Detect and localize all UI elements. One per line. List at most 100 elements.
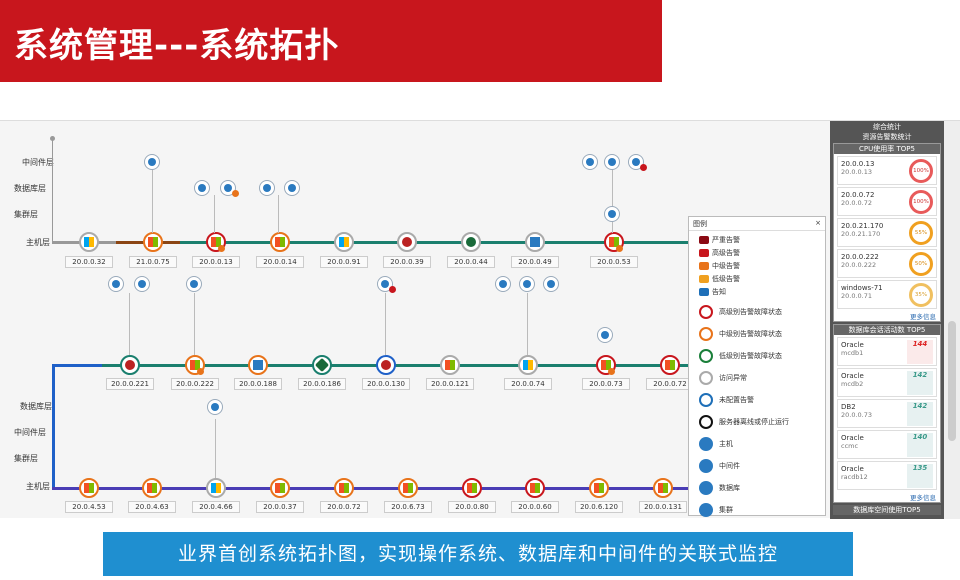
middleware-node[interactable] <box>207 399 223 415</box>
severity-label: 严重告警 <box>712 236 740 244</box>
middleware-node[interactable] <box>194 180 210 196</box>
host-node[interactable] <box>270 478 290 498</box>
link-line <box>152 169 153 233</box>
ip-label: 20.0.0.91 <box>320 256 368 268</box>
host-node[interactable] <box>334 232 354 252</box>
host-node[interactable] <box>248 355 268 375</box>
host-node[interactable] <box>653 478 673 498</box>
alert-badge <box>640 164 647 171</box>
middleware-node[interactable] <box>495 276 511 292</box>
database-icon <box>699 481 713 495</box>
gray-ring-icon <box>699 371 713 385</box>
ip-label: 20.0.0.131 <box>639 501 687 513</box>
middleware-node[interactable] <box>259 180 275 196</box>
host-node[interactable] <box>525 478 545 498</box>
middleware-node[interactable] <box>543 276 559 292</box>
host-node[interactable] <box>525 232 545 252</box>
session-count: 140 <box>907 433 933 457</box>
alert-badge <box>608 368 615 375</box>
cluster-node[interactable] <box>144 154 160 170</box>
item-sub: 20.0.0.13 <box>841 168 873 176</box>
legend-status-item: 访问异常 <box>689 367 825 389</box>
host-node[interactable] <box>334 478 354 498</box>
database-node[interactable] <box>597 327 613 343</box>
ip-label: 20.0.0.44 <box>447 256 495 268</box>
item-name: Oracle <box>841 341 864 349</box>
ip-label: 20.0.0.39 <box>383 256 431 268</box>
more-link[interactable]: 更多信息 <box>910 494 936 502</box>
host-node[interactable] <box>79 478 99 498</box>
middleware-node[interactable] <box>284 180 300 196</box>
host-node[interactable] <box>462 478 482 498</box>
scrollbar-thumb[interactable] <box>948 321 956 441</box>
legend-status-item: 未配置告警 <box>689 389 825 411</box>
link-line <box>385 293 386 355</box>
link-line <box>129 293 130 355</box>
windows-icon <box>530 483 540 493</box>
middleware-icon <box>138 280 146 288</box>
host-node[interactable] <box>397 232 417 252</box>
ip-label: 21.0.0.75 <box>129 256 177 268</box>
middleware-node[interactable] <box>108 276 124 292</box>
cluster-node[interactable] <box>186 276 202 292</box>
scrollbar[interactable] <box>944 121 960 519</box>
database-node[interactable] <box>604 206 620 222</box>
severity-item: 告知 <box>699 287 759 297</box>
item-sub: 20.0.21.170 <box>841 230 881 238</box>
host-node[interactable] <box>312 355 332 375</box>
host-node[interactable] <box>461 232 481 252</box>
stats-title-line: 综合统计 <box>873 123 901 131</box>
redhat-icon <box>381 360 391 370</box>
host-node[interactable] <box>79 232 99 252</box>
more-link[interactable]: 更多信息 <box>910 313 936 321</box>
cluster-icon <box>381 280 389 288</box>
host-node[interactable] <box>120 355 140 375</box>
host-node[interactable] <box>440 355 460 375</box>
layer-label: 主机层 <box>26 238 50 247</box>
item-name: Oracle <box>841 372 864 380</box>
ip-label: 20.0.0.72 <box>320 501 368 513</box>
middleware-icon <box>586 158 594 166</box>
ip-label: 20.0.0.13 <box>192 256 240 268</box>
host-node[interactable] <box>589 478 609 498</box>
redhat-icon <box>125 360 135 370</box>
item-sub: ccmc <box>841 442 859 450</box>
layer-label: 数据库层 <box>20 402 52 411</box>
middleware-node[interactable] <box>519 276 535 292</box>
close-icon[interactable]: × <box>815 219 821 227</box>
host-node[interactable] <box>206 478 226 498</box>
host-node[interactable] <box>142 478 162 498</box>
middleware-node[interactable] <box>134 276 150 292</box>
alert-badge <box>218 245 225 252</box>
host-node[interactable] <box>143 232 163 252</box>
host-node[interactable] <box>270 232 290 252</box>
item-name: 20.0.0.13 <box>841 160 875 168</box>
ip-label: 20.0.6.120 <box>575 501 623 513</box>
session-count: 144 <box>907 340 933 364</box>
middleware-node[interactable] <box>604 154 620 170</box>
host-node[interactable] <box>518 355 538 375</box>
middleware-icon <box>547 280 555 288</box>
middleware-node[interactable] <box>582 154 598 170</box>
stats-title-line: 资源告警数统计 <box>862 133 912 141</box>
axis-dot <box>50 136 55 141</box>
host-node[interactable] <box>376 355 396 375</box>
item-name: 20.0.0.72 <box>841 191 875 199</box>
ip-label: 20.0.0.130 <box>362 378 410 390</box>
db-space-header[interactable]: 数据库空间使用TOP5 <box>833 505 941 515</box>
severity-item: 高级告警 <box>699 248 759 258</box>
host-node[interactable] <box>660 355 680 375</box>
legend-type-item: 主机 <box>689 433 825 455</box>
host-node[interactable] <box>398 478 418 498</box>
page-banner: 系统管理---系统拓扑 <box>0 0 662 82</box>
